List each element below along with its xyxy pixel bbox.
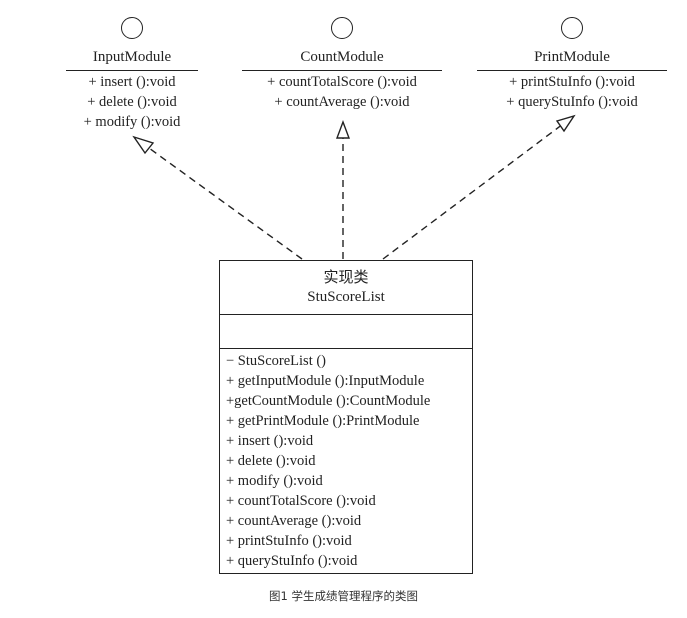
method-item: + insert ():void xyxy=(88,74,176,90)
interface-methods: + countTotalScore ():void + countAverage… xyxy=(242,72,442,112)
operation-item: + modify ():void xyxy=(226,473,323,489)
class-stereotype-title: 实现类 xyxy=(323,268,369,286)
interface-lollipop-icon xyxy=(561,17,583,39)
realization-line-input xyxy=(141,142,303,260)
method-item: + modify ():void xyxy=(83,114,181,130)
interface-divider xyxy=(242,70,442,71)
interface-name: InputModule xyxy=(92,49,172,65)
class-operations: − StuScoreList () + getInputModule ():In… xyxy=(220,349,472,571)
operation-item: +getCountModule ():CountModule xyxy=(226,393,431,409)
operation-item: + insert ():void xyxy=(226,433,314,449)
interface-divider xyxy=(477,70,667,71)
interface-name: CountModule xyxy=(300,49,384,65)
operation-item: + delete ():void xyxy=(226,453,316,469)
operation-item: + printStuInfo ():void xyxy=(226,533,352,549)
class-stu-score-list: 实现类 StuScoreList − StuScoreList () + get… xyxy=(219,260,473,574)
operation-item: + queryStuInfo ():void xyxy=(226,553,358,569)
interface-count-module: CountModule + countTotalScore ():void + … xyxy=(242,17,442,112)
interface-methods: + printStuInfo ():void + queryStuInfo ()… xyxy=(477,72,667,112)
method-item: + countAverage ():void xyxy=(274,94,410,110)
method-item: + delete ():void xyxy=(87,94,177,110)
interface-divider xyxy=(66,70,198,71)
interface-lollipop-icon xyxy=(331,17,353,39)
operation-item: + getPrintModule ():PrintModule xyxy=(226,413,420,429)
arrowhead-input xyxy=(132,135,155,155)
figure-caption: 图1 学生成绩管理程序的类图 xyxy=(269,589,418,603)
arrowhead-print xyxy=(555,114,576,133)
interface-lollipop-icon xyxy=(121,17,143,39)
operation-item: − StuScoreList () xyxy=(226,353,326,369)
operation-item: + getInputModule ():InputModule xyxy=(226,373,425,389)
class-header: 实现类 StuScoreList xyxy=(220,261,472,315)
method-item: + countTotalScore ():void xyxy=(267,74,417,90)
method-item: + queryStuInfo ():void xyxy=(506,94,638,110)
operation-item: + countAverage ():void xyxy=(226,513,362,529)
interface-print-module: PrintModule + printStuInfo ():void + que… xyxy=(477,17,667,112)
interface-methods: + insert ():void + delete ():void + modi… xyxy=(66,72,198,132)
class-attributes-compartment xyxy=(220,315,472,349)
operation-item: + countTotalScore ():void xyxy=(226,493,376,509)
method-item: + printStuInfo ():void xyxy=(509,74,635,90)
interface-name: PrintModule xyxy=(534,49,610,65)
realization-line-print xyxy=(382,120,568,260)
arrowhead-count xyxy=(335,120,351,139)
class-name: StuScoreList xyxy=(307,289,385,305)
interface-input-module: InputModule + insert ():void + delete ()… xyxy=(66,17,198,132)
